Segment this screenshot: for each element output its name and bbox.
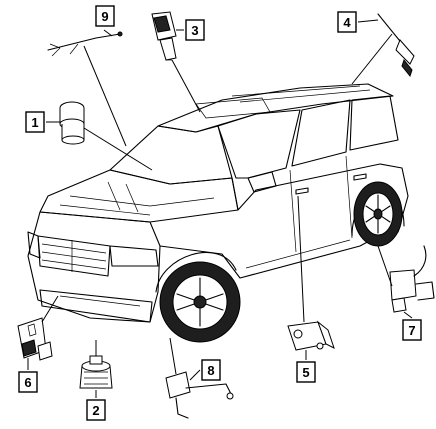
part-2-sensor-icon [79,355,113,389]
leader-3b [171,59,201,113]
callout-1-number: 1 [31,115,38,130]
callout-1-box [25,111,45,133]
callout-4: 4 [337,11,357,33]
part-9-harness-icon [47,31,123,57]
callout-2-number: 2 [92,403,99,418]
leader-6b [41,295,59,323]
leader-8 [189,369,201,381]
callout-9-number: 9 [101,9,108,24]
callout-4-number: 4 [343,15,351,30]
callout-6-number: 6 [24,375,31,390]
part-1-sensor-icon [59,101,85,145]
leader-9 [103,29,113,37]
callout-2: 2 [86,399,106,421]
callout-5-box [296,361,316,383]
part-3-switch-icon [151,11,177,61]
leader-1b [83,127,153,171]
leader-lines [27,19,413,398]
callout-5-number: 5 [302,365,309,380]
callout-7-box [402,319,422,341]
callout-9: 9 [95,5,115,27]
callout-1: 1 [25,111,45,133]
callout-5: 5 [296,361,316,383]
callout-2-box [86,399,106,421]
leader-5b [297,195,305,323]
leader-4 [357,19,379,23]
part-6-sensor-icon [17,317,53,361]
callout-6: 6 [18,371,38,393]
callout-8: 8 [201,359,221,381]
part-4-antenna-icon [377,13,415,78]
callout-3: 3 [185,19,205,41]
leader-7 [403,311,413,319]
callout-7: 7 [402,319,422,341]
leader-8b [169,337,177,375]
callout-6-box [18,371,38,393]
leader-9b [83,45,127,147]
leader-7b [377,245,393,287]
callout-7-number: 7 [408,323,415,338]
callout-8-number: 8 [207,363,214,378]
callout-9-box [95,5,115,27]
callout-8-box [201,359,221,381]
part-5-module-icon [287,320,335,351]
callout-4-box [337,11,357,33]
part-8-sensor-icon [165,371,234,419]
suv-illustration [27,83,409,343]
part-7-sensor-icon [389,245,435,313]
leader-4b [351,33,393,85]
callout-3-number: 3 [191,23,198,38]
callout-3-box [185,19,205,41]
